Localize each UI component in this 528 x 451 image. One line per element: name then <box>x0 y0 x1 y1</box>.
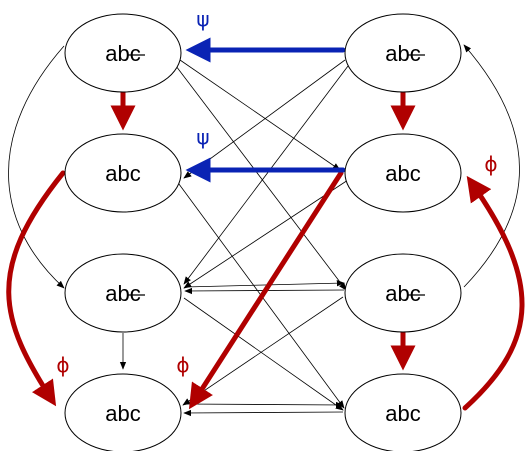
node-l4[interactable]: abc <box>64 373 182 451</box>
node-label: abc <box>385 281 420 306</box>
node-r3[interactable]: abc <box>344 253 462 333</box>
node-ellipse <box>344 373 462 451</box>
node-label: abc <box>105 161 140 186</box>
node-ellipse <box>64 253 182 333</box>
node-l1[interactable]: abc <box>64 13 182 93</box>
edge-label-r2-to-l2: ψ <box>196 125 209 149</box>
node-label: abc <box>105 41 140 66</box>
edge-labels-layer: ϕ ϕ ϕ ψ ψ <box>56 7 497 377</box>
edge-thin-l3-to-r3 <box>184 279 345 288</box>
edge-thin-r1-to-l2 <box>183 59 346 179</box>
edge-thin-r2-to-l3 <box>183 179 349 289</box>
edge-thin-l1-to-r2 <box>179 59 341 171</box>
node-ellipse <box>344 253 462 333</box>
edge-label-r2-to-l4: ϕ <box>176 353 189 377</box>
edge-label-r1-to-l1: ψ <box>196 7 209 31</box>
edge-thin-l4-to-r4 <box>183 401 344 409</box>
node-r4[interactable]: abc <box>344 373 462 451</box>
node-ellipse <box>344 13 462 93</box>
edge-thin-l2-to-r4 <box>175 179 345 409</box>
edge-thin-l1-to-r3 <box>175 65 347 291</box>
node-ellipse <box>64 373 182 451</box>
edge-thin-l3-to-r4 <box>183 297 344 411</box>
edge-red-r4-to-r2 <box>462 175 525 411</box>
edge-red-l2-to-l4 <box>6 170 66 407</box>
edge-thin-l1-to-l3 <box>8 45 65 289</box>
node-label: abc <box>105 281 140 306</box>
edge-label-l2-to-l4: ϕ <box>56 353 69 377</box>
node-ellipse <box>344 133 462 213</box>
node-l2[interactable]: abc <box>64 133 182 213</box>
node-r2[interactable]: abc <box>344 133 462 213</box>
node-ellipse <box>64 133 182 213</box>
node-ellipse <box>64 13 182 93</box>
edge-red-r2-to-l4 <box>188 170 344 410</box>
nodes-layer: abc abc abc abc abc abc abc abc <box>64 13 462 451</box>
edge-thin-r3-to-r1 <box>463 44 520 288</box>
node-label: abc <box>385 401 420 426</box>
node-label: abc <box>385 161 420 186</box>
edge-label-r4-to-r2: ϕ <box>484 152 497 176</box>
node-l3[interactable]: abc <box>64 253 182 333</box>
node-r1[interactable]: abc <box>344 13 462 93</box>
edges-layer <box>6 37 525 417</box>
edge-thin-r3-to-l4 <box>182 296 344 406</box>
edge-thin-r4-to-l4 <box>183 409 344 417</box>
node-label: abc <box>385 41 420 66</box>
edge-thin-r1-to-l3 <box>183 65 349 285</box>
node-label: abc <box>105 401 140 426</box>
